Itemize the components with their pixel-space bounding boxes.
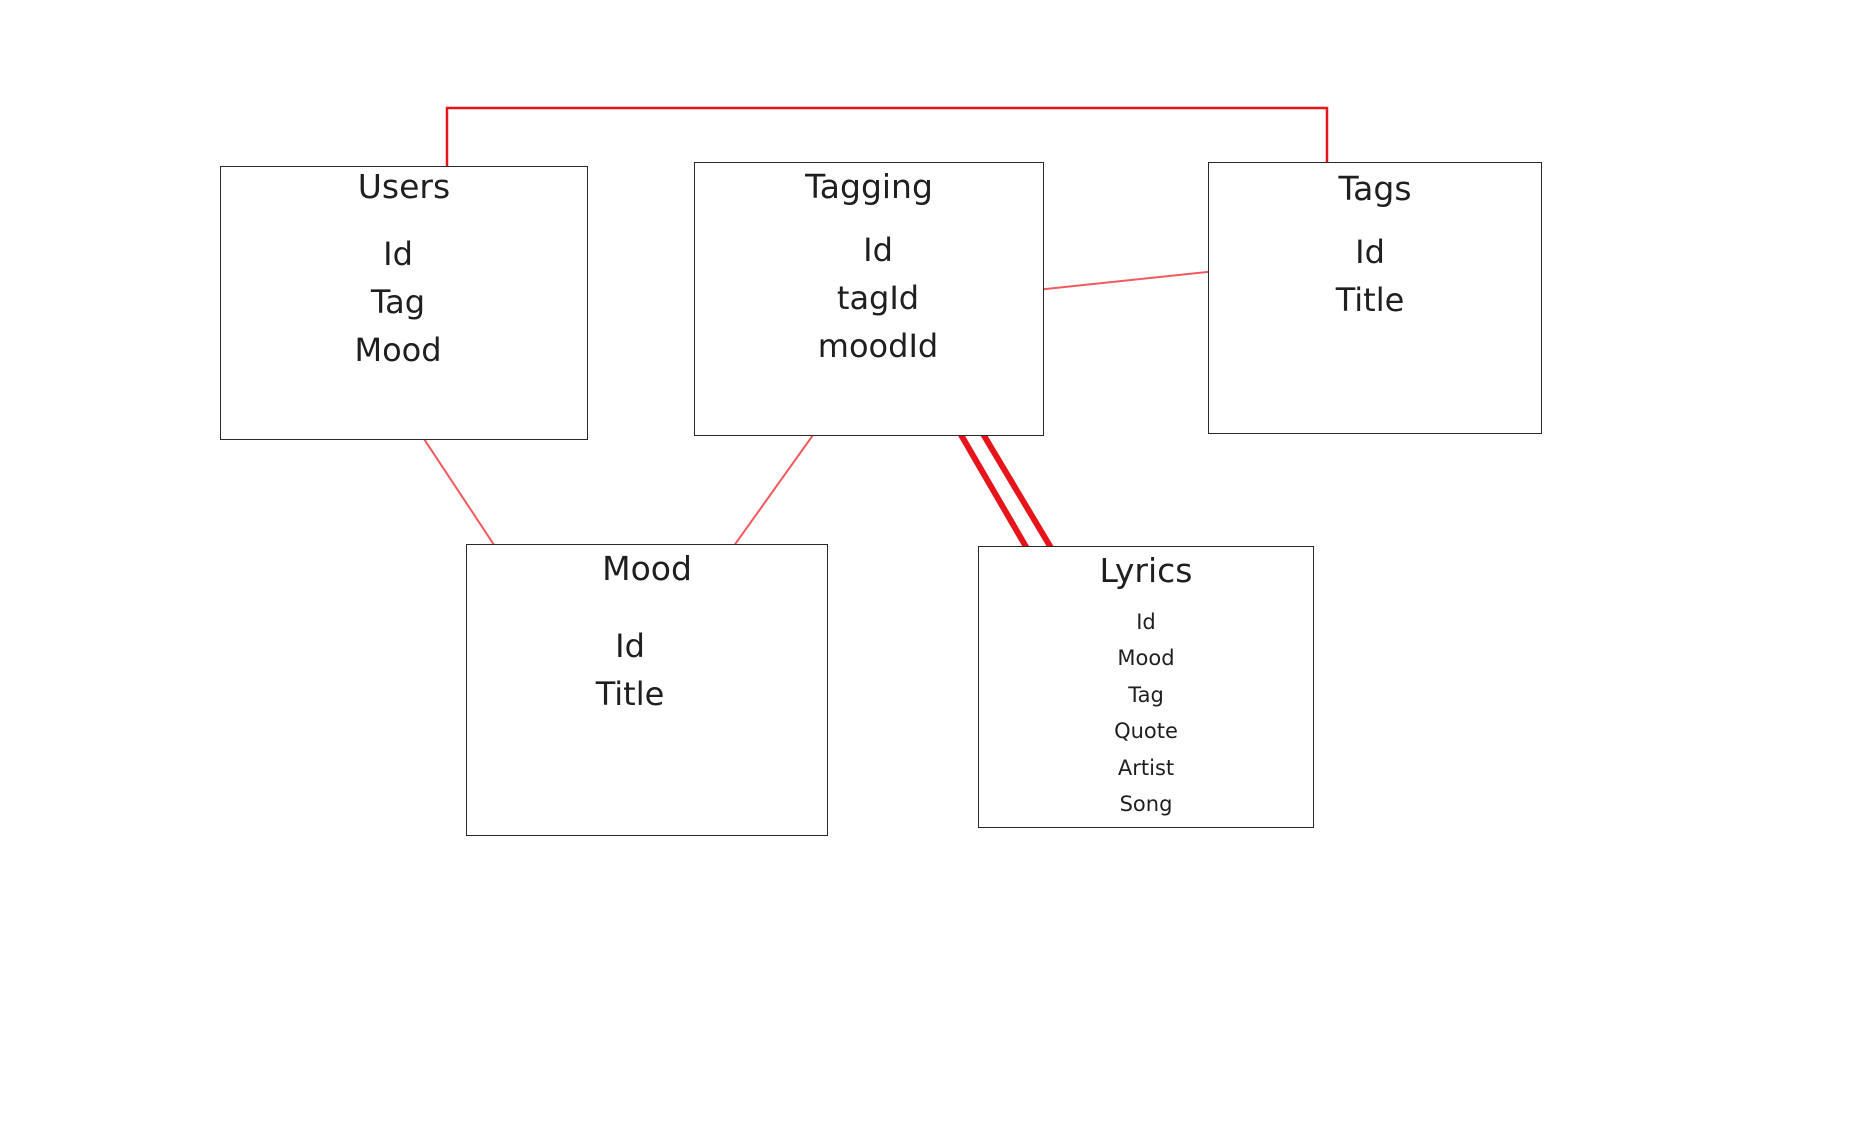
tagging-field-moodid: moodId <box>817 327 939 365</box>
entity-tags: Tags <box>1208 162 1542 434</box>
entity-lyrics: Lyrics <box>978 546 1314 828</box>
users-field-mood: Mood <box>354 331 442 369</box>
entity-mood-title: Mood <box>602 549 692 588</box>
users-field-tag: Tag <box>370 283 426 321</box>
lyrics-field-id: Id <box>1136 610 1156 634</box>
tagging-field-tagid: tagId <box>836 279 920 317</box>
lyrics-field-song: Song <box>1119 792 1173 816</box>
lyrics-field-artist: Artist <box>1117 756 1175 780</box>
mood-field-id: Id <box>615 627 645 665</box>
lyrics-field-quote: Quote <box>1114 719 1178 743</box>
lyrics-field-mood: Mood <box>1117 646 1175 670</box>
entity-mood: Mood <box>466 544 828 836</box>
entity-lyrics-title: Lyrics <box>1099 551 1193 590</box>
users-field-id: Id <box>383 235 413 273</box>
entity-tagging-title: Tagging <box>805 167 933 206</box>
mood-field-title: Title <box>595 675 665 713</box>
lyrics-field-tag: Tag <box>1128 683 1164 707</box>
entity-tagging: Tagging <box>694 162 1044 436</box>
entity-tags-title: Tags <box>1338 169 1412 208</box>
tags-field-id: Id <box>1355 233 1385 271</box>
entity-users-title: Users <box>357 167 451 206</box>
tags-field-title: Title <box>1335 281 1405 319</box>
tagging-field-id: Id <box>863 231 893 269</box>
entity-users: Users <box>220 166 588 440</box>
